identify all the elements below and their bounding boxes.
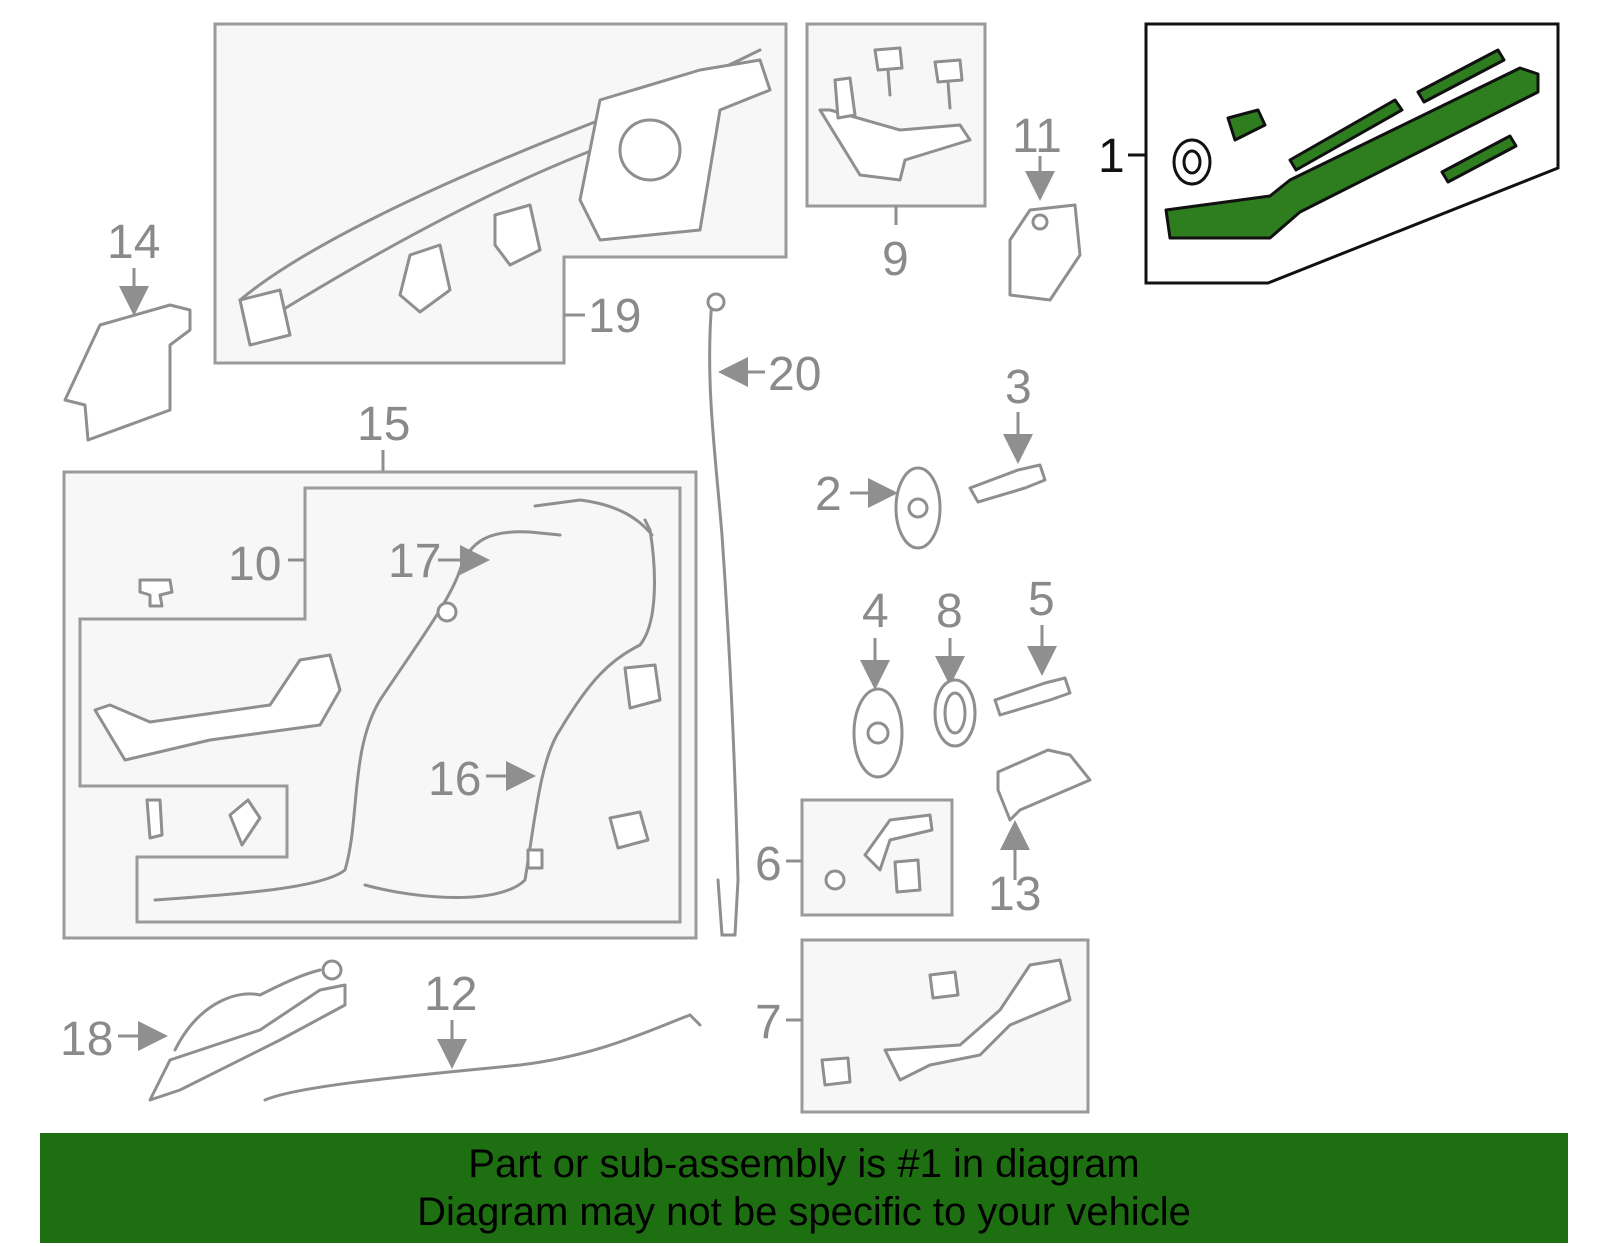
callout-15: 15 — [357, 398, 410, 451]
seal-strip-b — [1416, 48, 1506, 104]
part-11-group[interactable]: 11 — [1008, 110, 1082, 302]
callout-20: 20 — [768, 348, 821, 401]
callout-10: 10 — [228, 538, 281, 591]
seal-strip-c — [1440, 134, 1518, 184]
info-banner: Part or sub-assembly is #1 in diagram Di… — [40, 1133, 1568, 1243]
callout-18: 18 — [60, 1013, 113, 1066]
part-19-group[interactable]: 19 — [213, 22, 788, 365]
callout-16: 16 — [428, 753, 481, 806]
part-20-group[interactable]: 20 — [706, 292, 821, 937]
callout-8: 8 — [936, 585, 963, 638]
part-8-group[interactable]: 8 — [933, 585, 977, 748]
parts-diagram: 19 9 11 1 14 — [60, 22, 1560, 1114]
part-7-group[interactable]: 7 — [755, 938, 1090, 1114]
callout-14: 14 — [107, 216, 160, 269]
part-4-group[interactable]: 4 — [852, 585, 904, 779]
clip — [1226, 108, 1267, 142]
main-weatherstrip — [1164, 66, 1540, 240]
callout-19: 19 — [588, 290, 641, 343]
part-1-group[interactable]: 1 — [1098, 22, 1560, 285]
callout-13: 13 — [988, 868, 1041, 921]
part-15-group[interactable]: 15 10 17 16 — [62, 398, 698, 940]
callout-1: 1 — [1098, 130, 1125, 183]
callout-12: 12 — [424, 968, 477, 1021]
callout-4: 4 — [862, 585, 889, 638]
part-13-group[interactable]: 13 — [988, 748, 1092, 921]
callout-3: 3 — [1005, 361, 1032, 414]
part-12-group[interactable]: 12 — [263, 968, 702, 1102]
callout-7: 7 — [755, 996, 782, 1049]
callout-6: 6 — [755, 838, 782, 891]
callout-5: 5 — [1028, 573, 1055, 626]
part-6-group[interactable]: 6 — [755, 798, 954, 917]
banner-line-2: Diagram may not be specific to your vehi… — [417, 1190, 1191, 1234]
callout-9: 9 — [882, 233, 909, 286]
callout-11: 11 — [1012, 110, 1062, 163]
part-3-group[interactable]: 3 — [968, 361, 1047, 504]
part-9-group[interactable]: 9 — [805, 22, 987, 286]
part-5-group[interactable]: 5 — [993, 573, 1072, 717]
part-2-group[interactable]: 2 — [815, 466, 942, 550]
callout-2: 2 — [815, 468, 842, 521]
part-18-group[interactable]: 18 — [60, 959, 347, 1102]
banner-line-1: Part or sub-assembly is #1 in diagram — [468, 1142, 1140, 1186]
seal-strip-a — [1288, 98, 1404, 172]
callout-17: 17 — [388, 535, 441, 588]
part-14-group[interactable]: 14 — [63, 216, 192, 442]
